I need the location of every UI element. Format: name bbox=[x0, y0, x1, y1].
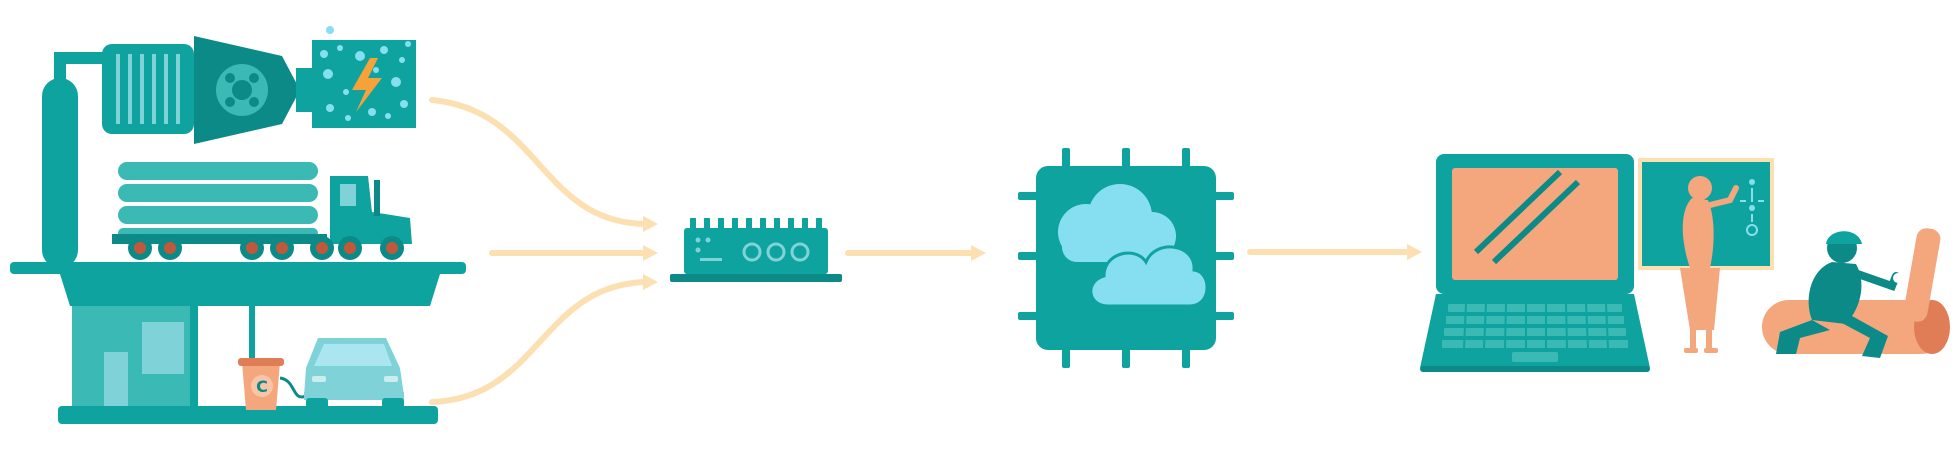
tank-column bbox=[42, 78, 78, 268]
gateway-port-1 bbox=[742, 242, 762, 262]
exhaust-stack bbox=[374, 180, 380, 216]
pipe-truck-icon bbox=[112, 162, 412, 260]
board-chart-marks bbox=[1740, 179, 1764, 236]
pipe-stack-2 bbox=[118, 184, 318, 202]
building-window bbox=[142, 322, 184, 374]
gateway-port-3 bbox=[790, 242, 810, 262]
platform-deck bbox=[10, 262, 466, 274]
gateway-fins bbox=[690, 218, 822, 230]
arrowhead-gateway bbox=[971, 245, 986, 261]
presenter-figure-icon bbox=[1680, 176, 1739, 353]
car-wheel-left bbox=[306, 398, 328, 410]
gateway-port-2 bbox=[766, 242, 786, 262]
radiator-fins bbox=[116, 54, 180, 124]
screen-glare-1 bbox=[1473, 169, 1563, 255]
worker-figure-icon bbox=[1776, 231, 1903, 358]
charger-badge: C bbox=[256, 377, 268, 396]
laptop-analytics-icon bbox=[1420, 154, 1950, 372]
pipe-stack-1 bbox=[118, 162, 318, 180]
platform-support bbox=[60, 274, 440, 306]
chip-pins bbox=[1018, 148, 1234, 368]
car-wheel-right bbox=[382, 398, 404, 410]
screen-glare-2 bbox=[1491, 179, 1581, 265]
pipe bbox=[54, 52, 116, 88]
ground-base bbox=[58, 406, 438, 424]
arrow-bottom-to-gateway bbox=[429, 279, 648, 405]
arrowhead-laptop bbox=[1407, 244, 1422, 260]
truck-bed bbox=[112, 234, 327, 244]
arrow-top-to-gateway bbox=[429, 97, 648, 227]
ev-charger-icon: C bbox=[238, 358, 307, 410]
gateway-body bbox=[684, 228, 828, 274]
lightning-icon bbox=[352, 58, 382, 112]
gateway-device-icon bbox=[670, 218, 842, 282]
arrow-heads bbox=[643, 216, 1422, 290]
charger-cable bbox=[279, 376, 307, 399]
industrial-site-icon: C bbox=[10, 26, 466, 424]
flow-arrows bbox=[429, 97, 1413, 405]
arrowhead-mid bbox=[643, 245, 658, 261]
laptop-trackpad bbox=[1512, 352, 1558, 362]
gateway-base bbox=[670, 274, 842, 282]
sparkle-dots bbox=[320, 41, 411, 121]
gateway-led-2 bbox=[705, 237, 711, 243]
cloud-chip-icon bbox=[1018, 148, 1234, 368]
key-dividers bbox=[1463, 303, 1609, 349]
gateway-led-1 bbox=[695, 237, 701, 243]
laptop-keys bbox=[1442, 304, 1628, 348]
arrowhead-bottom bbox=[643, 274, 658, 290]
truck-wheels bbox=[128, 236, 404, 260]
laptop-bottom bbox=[1420, 366, 1650, 372]
pipe-stack-3 bbox=[118, 206, 318, 224]
spark-top bbox=[326, 26, 334, 34]
radiator-block bbox=[102, 44, 194, 134]
cloud-back-icon bbox=[1058, 184, 1176, 262]
arrowhead-top bbox=[643, 216, 658, 232]
ev-car-icon bbox=[304, 338, 404, 410]
building-door bbox=[104, 352, 128, 408]
gateway-led-3 bbox=[695, 247, 701, 253]
garage-post bbox=[190, 306, 198, 416]
cloud-front-icon bbox=[1089, 245, 1209, 308]
